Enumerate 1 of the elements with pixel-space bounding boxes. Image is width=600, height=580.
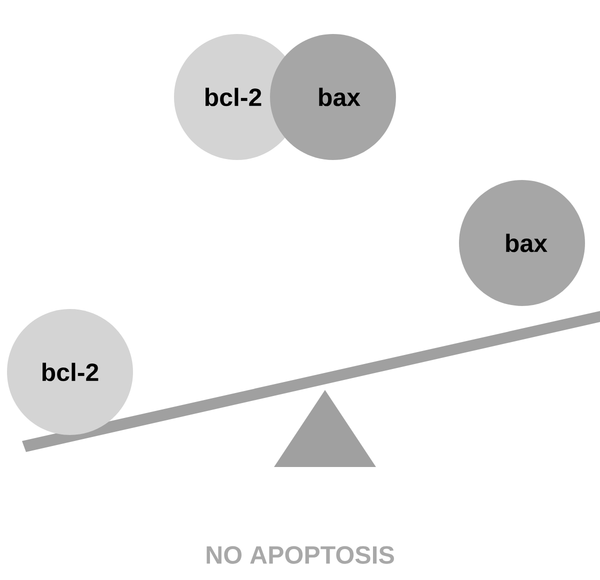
caption: NO APOPTOSIS <box>206 546 394 564</box>
